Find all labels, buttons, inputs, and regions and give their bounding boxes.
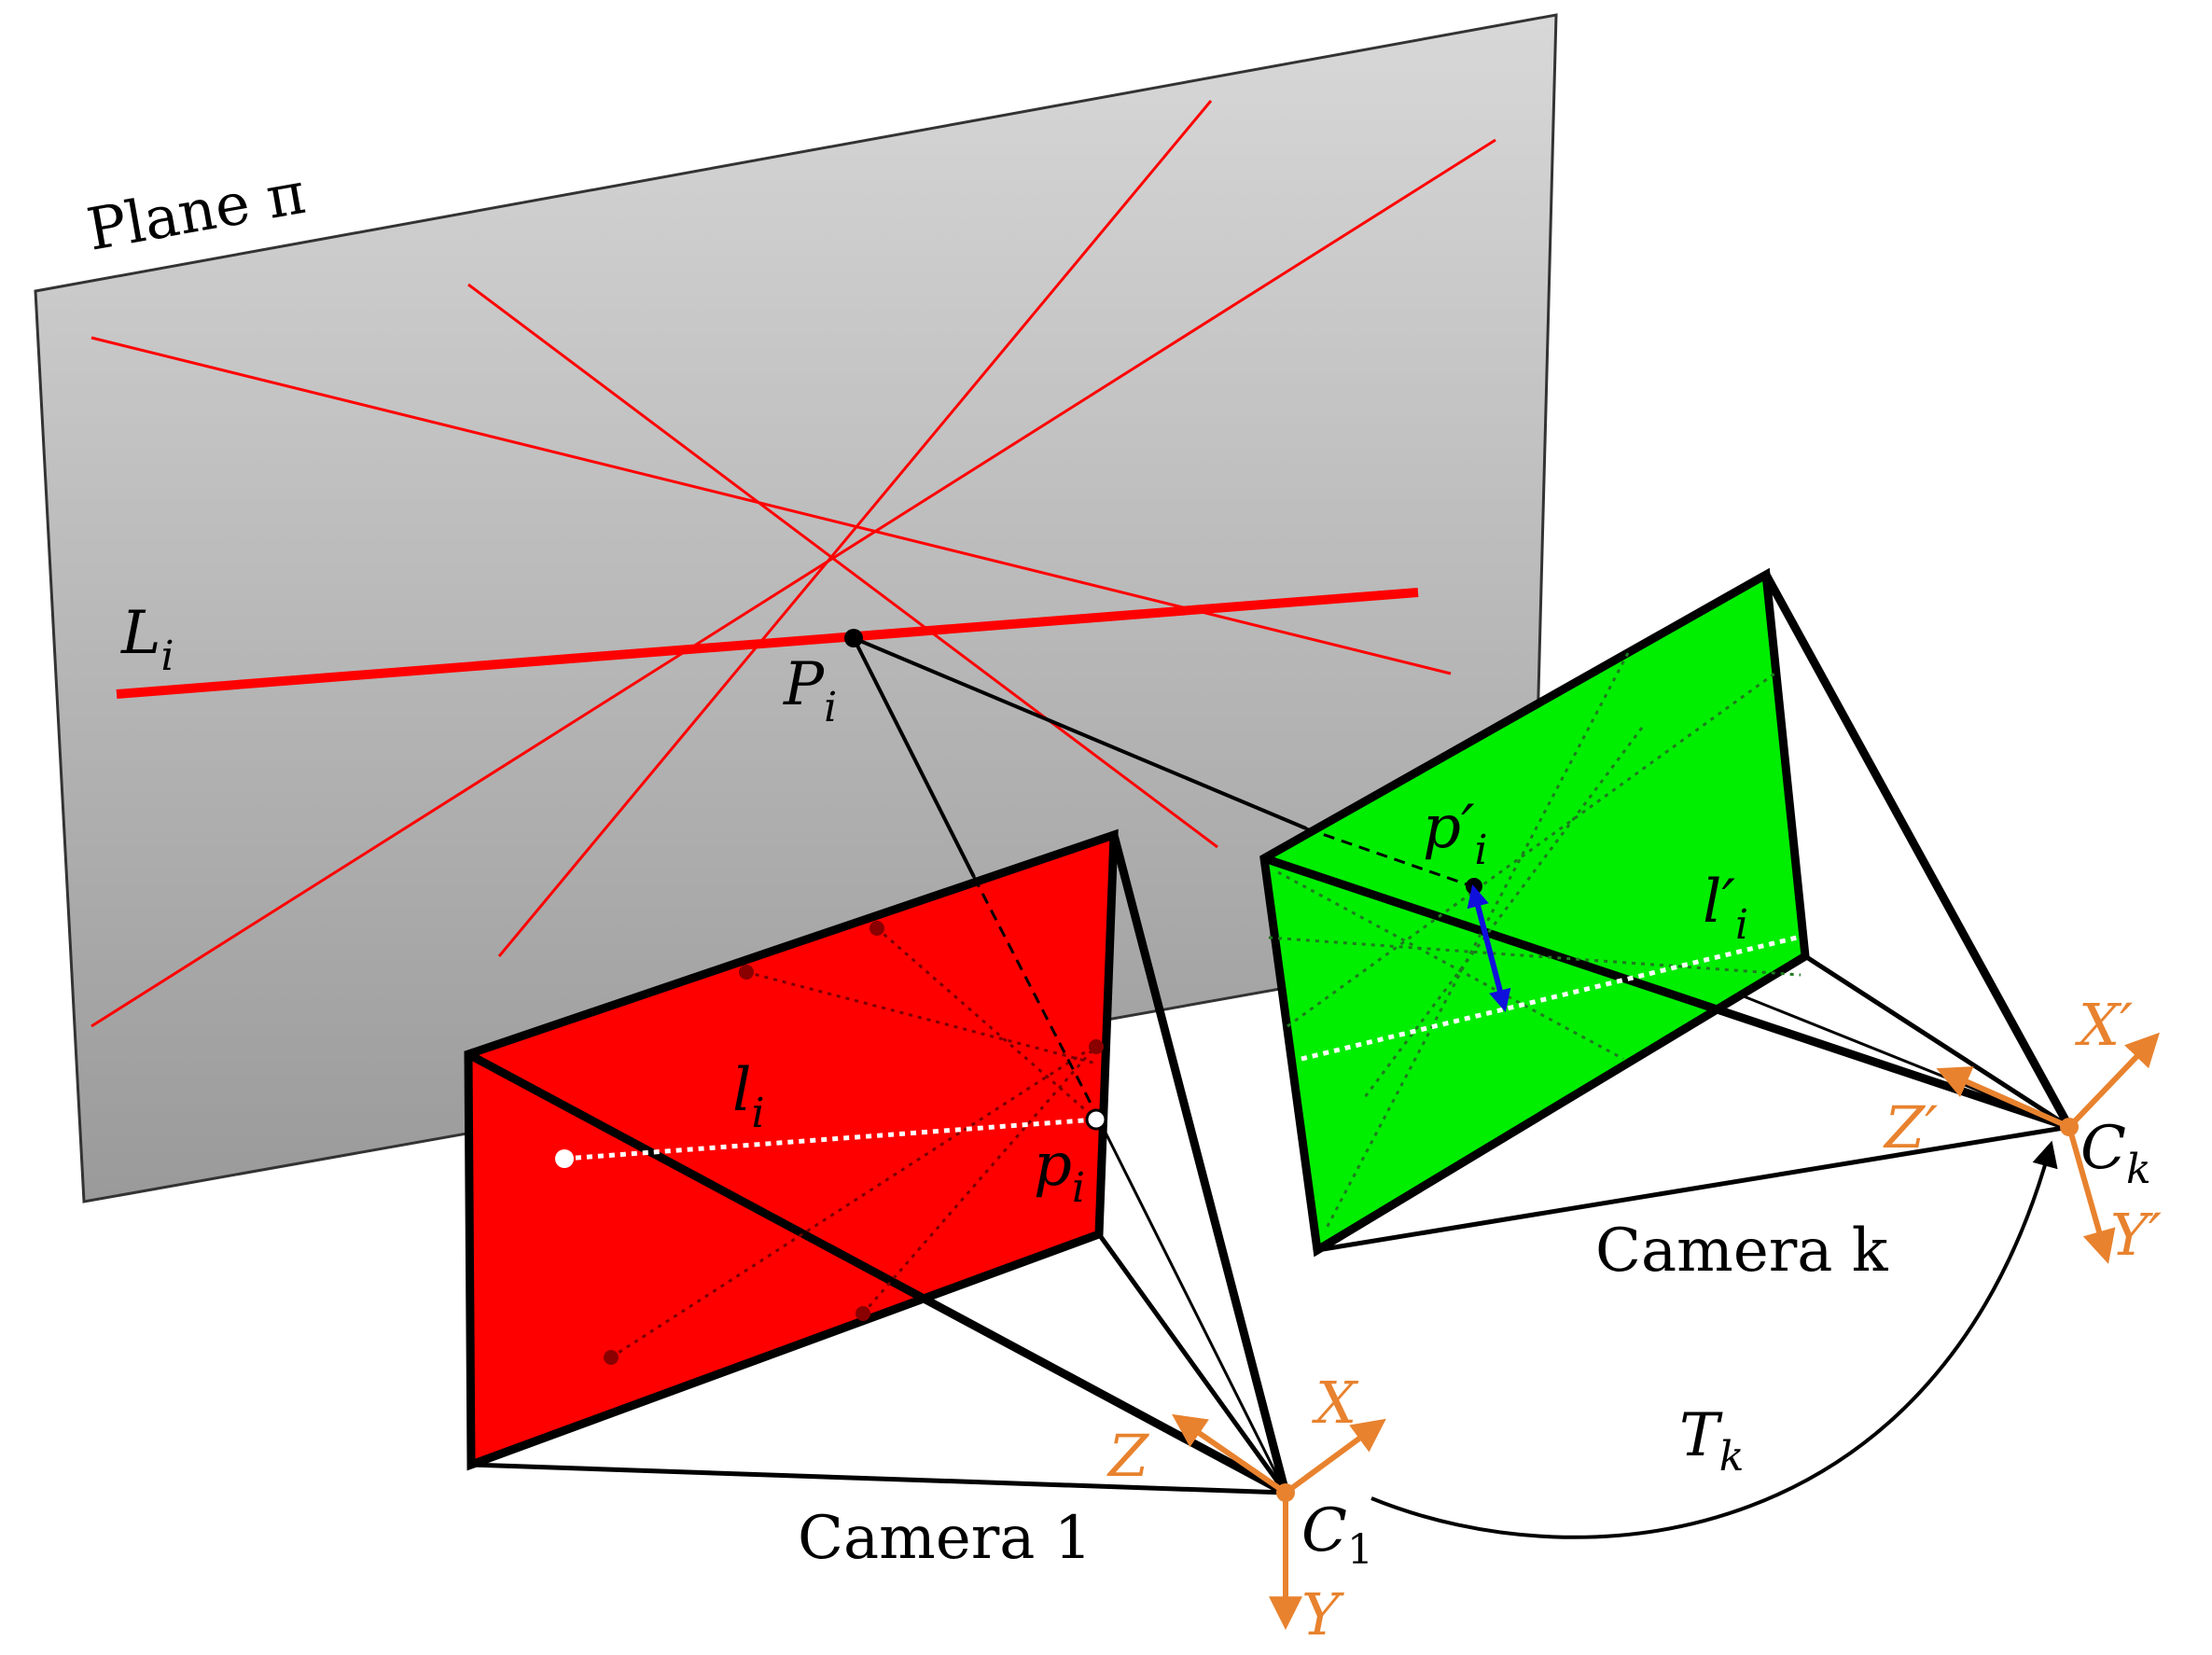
label-transform: Tk [1679,1401,1744,1481]
axis-y-k [2066,1126,2116,1264]
label-world-line: Li [120,599,174,680]
camera-center-C1 [1276,1483,1295,1502]
label-axis-z: Z [1106,1422,1149,1490]
label-image-line-1: li [732,1056,765,1137]
label-axis-y-prime: Y′ [2110,1201,2162,1269]
label-camera-1: Camera 1 [798,1504,1092,1573]
label-center-1: C1 [1301,1496,1373,1574]
projection-ray-dashed-k [1305,827,1473,888]
label-axis-z-prime: Z′ [1883,1093,1938,1161]
label-image-line-k: l′i [1703,868,1748,949]
label-camera-k: Camera k [1595,1217,1889,1286]
frustum-edge-through-plane-k [1262,854,2071,1132]
camera-1-frustum [470,833,1290,1495]
axis-x-k [2066,1032,2160,1130]
image-point-pi [1085,1108,1107,1131]
axis-z-1 [1172,1413,1287,1495]
camera-center-Ck [2060,1118,2079,1136]
image-plane-1 [464,828,1119,1471]
plane-line-4 [497,100,1213,957]
ray-P-to-cam1 [852,637,976,878]
image-1-dark-points [604,921,1104,1365]
camera-k-axes [1936,1032,2160,1264]
axis-z-k [1936,1066,2071,1130]
image-line-li-prime [1301,934,1802,1062]
label-image-point-1: pi [1034,1131,1085,1212]
endpoint-li-left [555,1149,574,1168]
label-axis-x-prime: X′ [2075,991,2133,1059]
transform-arrow-Tk [1370,1140,2058,1539]
image-1-dotted-lines [610,926,1103,1359]
plane-line-1 [90,336,1452,675]
ray-P-to-camk [853,636,1307,830]
label-world-point: Pi [783,650,837,731]
label-image-point-k: p′i [1423,793,1488,874]
image-plane-k [1259,567,1810,1258]
plane-line-3 [90,138,1496,1028]
label-center-k: Ck [2080,1114,2151,1193]
label-axis-x: X [1312,1369,1359,1437]
projection-ray-dashed-1 [972,876,1101,1120]
world-point-Pi [844,629,863,647]
frustum-edge-through-plane-1 [466,1050,1288,1496]
label-axis-y: Y [1301,1580,1344,1648]
match-distance-arrow [1467,884,1511,1012]
axis-labels: X Z Y X′ Z′ Y′ [1106,991,2162,1648]
plane-line-2 [467,283,1218,849]
axis-x-1 [1284,1418,1386,1495]
world-line-Li [116,588,1419,699]
plane-lines [90,100,1496,1028]
camera-1-axes [1172,1413,1386,1631]
